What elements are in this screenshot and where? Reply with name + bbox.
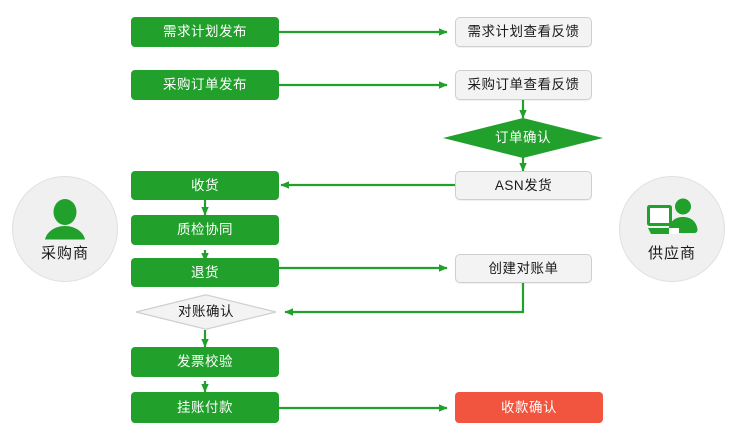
node-label: 对账确认 [178, 304, 234, 320]
actor-supplier[interactable]: 供应商 [619, 176, 725, 282]
node-order-confirm[interactable]: 订单确认 [443, 118, 603, 158]
node-label: 发票校验 [177, 354, 233, 370]
node-quality-collab[interactable]: 质检协同 [131, 215, 279, 245]
node-label: 收款确认 [501, 399, 557, 415]
actor-buyer-label: 采购商 [40, 245, 89, 262]
node-label: 挂账付款 [177, 399, 233, 415]
node-create-statement[interactable]: 创建对账单 [455, 254, 592, 283]
node-label: 创建对账单 [488, 260, 559, 276]
actor-supplier-label: 供应商 [647, 245, 696, 262]
node-asn-ship[interactable]: ASN发货 [455, 171, 592, 200]
person-icon [38, 197, 92, 245]
edge-statement-to-confirm [284, 283, 525, 316]
person-at-computer-icon [645, 197, 699, 245]
node-label: 质检协同 [177, 222, 233, 238]
node-label: 需求计划发布 [163, 24, 247, 40]
node-label: 退货 [191, 264, 219, 280]
node-label: ASN发货 [494, 177, 553, 193]
node-payable-payment[interactable]: 挂账付款 [131, 392, 279, 423]
node-label: 采购订单发布 [163, 77, 247, 93]
node-po-publish[interactable]: 采购订单发布 [131, 70, 279, 100]
node-receipt-confirm[interactable]: 收款确认 [455, 392, 603, 423]
node-label: 收货 [191, 177, 219, 193]
actor-buyer[interactable]: 采购商 [12, 176, 118, 282]
node-po-feedback[interactable]: 采购订单查看反馈 [455, 70, 592, 100]
node-return-goods[interactable]: 退货 [131, 258, 279, 287]
node-label: 需求计划查看反馈 [467, 24, 580, 40]
node-invoice-check[interactable]: 发票校验 [131, 347, 279, 377]
node-receive-goods[interactable]: 收货 [131, 171, 279, 200]
node-label: 采购订单查看反馈 [467, 77, 580, 93]
node-label: 订单确认 [495, 130, 551, 146]
node-statement-confirm[interactable]: 对账确认 [135, 294, 277, 330]
node-demand-plan-publish[interactable]: 需求计划发布 [131, 17, 279, 47]
node-demand-plan-feedback[interactable]: 需求计划查看反馈 [455, 17, 592, 47]
